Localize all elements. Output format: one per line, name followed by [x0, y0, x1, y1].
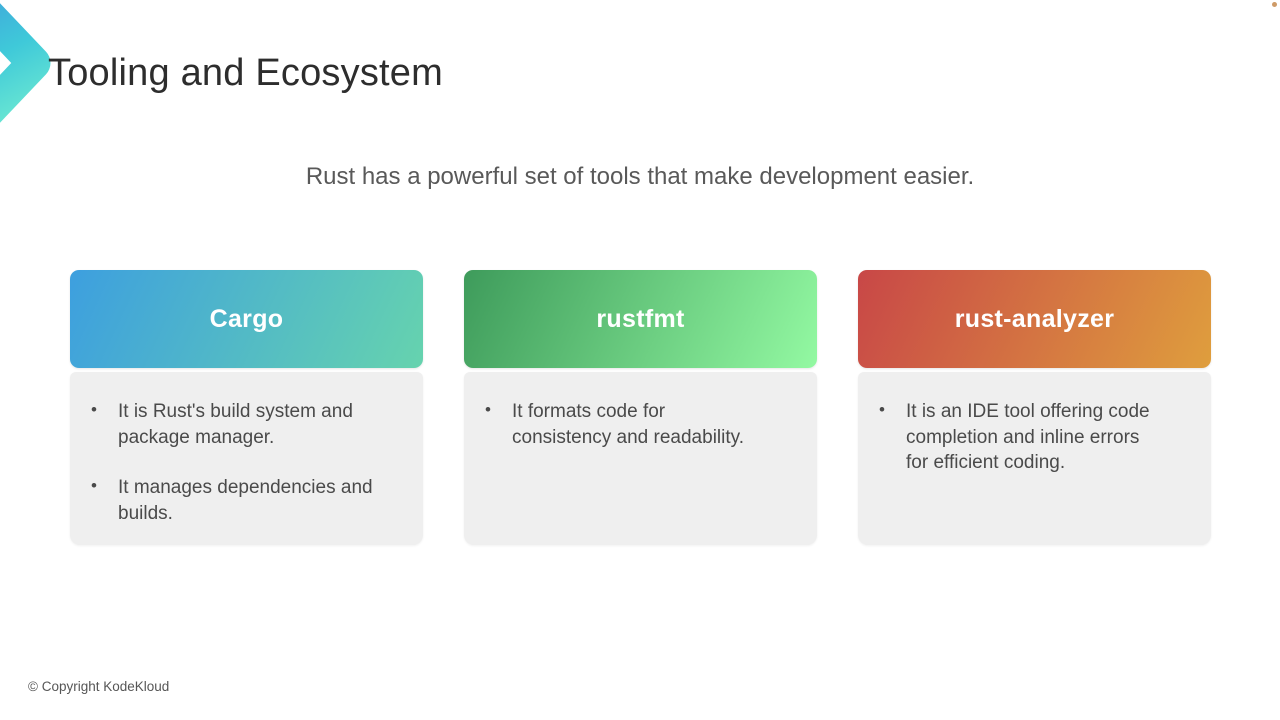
card-title: rust-analyzer	[954, 304, 1115, 333]
corner-dot	[1272, 2, 1277, 7]
card-body: • It is an IDE tool offering code comple…	[858, 372, 1211, 545]
page-title: Tooling and Ecosystem	[48, 52, 443, 94]
kodekloud-logo-icon	[0, 3, 51, 123]
bullet-marker: •	[91, 476, 97, 496]
card-body: • It formats code for consistency and re…	[464, 372, 817, 545]
bullet-item: • It is Rust's build system and package …	[88, 399, 403, 450]
bullet-marker: •	[91, 400, 97, 419]
card-header: Cargo	[70, 270, 423, 368]
footer-copyright: © Copyright KodeKloud	[28, 679, 170, 694]
cards-row: Cargo • It is Rust's build system and pa…	[70, 270, 1211, 545]
card-cargo: Cargo • It is Rust's build system and pa…	[70, 270, 423, 545]
bullet-marker: •	[485, 400, 491, 419]
card-title: rustfmt	[596, 304, 685, 333]
card-header: rustfmt	[464, 270, 817, 368]
bullet-text: It formats code for consistency and read…	[512, 401, 744, 448]
card-rust-analyzer: rust-analyzer • It is an IDE tool offeri…	[858, 270, 1211, 545]
bullet-item: • It formats code for consistency and re…	[482, 399, 797, 450]
bullet-marker: •	[879, 400, 885, 419]
bullet-text: It is an IDE tool offering code completi…	[906, 401, 1150, 474]
bullet-text: It is Rust's build system and package ma…	[118, 401, 353, 448]
card-title: Cargo	[209, 304, 284, 333]
bullet-item: • It is an IDE tool offering code comple…	[876, 399, 1191, 476]
slide-subtitle: Rust has a powerful set of tools that ma…	[305, 163, 975, 190]
bullet-item: • It manages dependencies and builds.	[88, 475, 403, 526]
card-body: • It is Rust's build system and package …	[70, 372, 423, 545]
bullet-text: It manages dependencies and builds.	[118, 477, 373, 524]
card-rustfmt: rustfmt • It formats code for consistenc…	[464, 270, 817, 545]
card-header: rust-analyzer	[858, 270, 1211, 368]
